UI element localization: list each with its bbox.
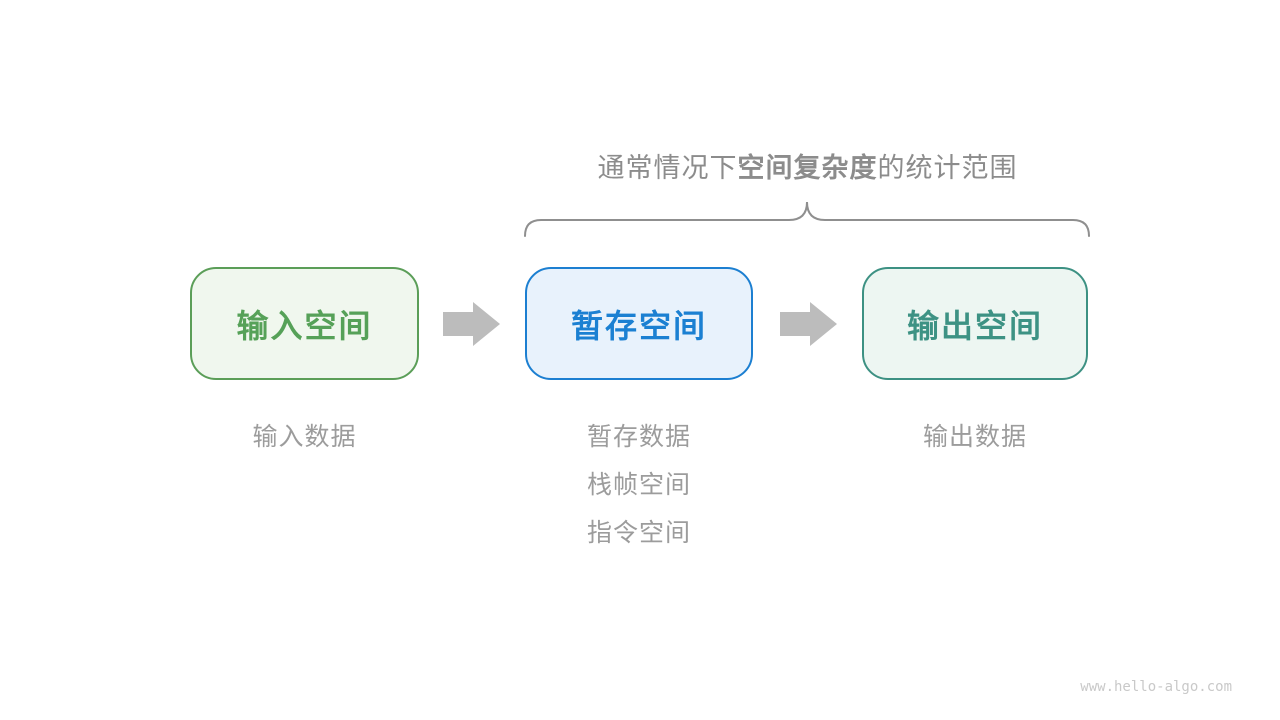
- temporary-space-label: 暂存空间: [570, 307, 707, 344]
- diagram-title: 通常情况下空间复杂度的统计范围: [520, 146, 1095, 185]
- title-keyword: 空间复杂度: [737, 153, 878, 183]
- sub-label: 栈帧空间: [586, 471, 691, 499]
- output-space-label: 输出空间: [906, 307, 1043, 344]
- sub-label: 输入数据: [252, 423, 357, 451]
- curly-brace-icon: [524, 201, 1090, 237]
- site-watermark: www.hello-algo.com: [1080, 679, 1232, 695]
- output-space-box: 输出空间: [862, 267, 1088, 380]
- input-space-label: 输入空间: [236, 307, 373, 344]
- scope-brace: [520, 196, 1095, 241]
- sub-label: 指令空间: [586, 519, 691, 547]
- title-suffix: 的统计范围: [877, 153, 1018, 183]
- output-space-sublabels: 输出数据: [862, 413, 1088, 461]
- input-space-box: 输入空间: [190, 267, 419, 380]
- sub-label: 暂存数据: [586, 423, 691, 451]
- sub-label: 输出数据: [922, 423, 1027, 451]
- input-space-sublabels: 输入数据: [190, 413, 419, 461]
- temporary-space-sublabels: 暂存数据 栈帧空间 指令空间: [525, 413, 753, 557]
- right-arrow-icon: [443, 301, 501, 347]
- right-arrow-icon: [780, 301, 838, 347]
- temporary-space-box: 暂存空间: [525, 267, 753, 380]
- title-prefix: 通常情况下: [597, 153, 738, 183]
